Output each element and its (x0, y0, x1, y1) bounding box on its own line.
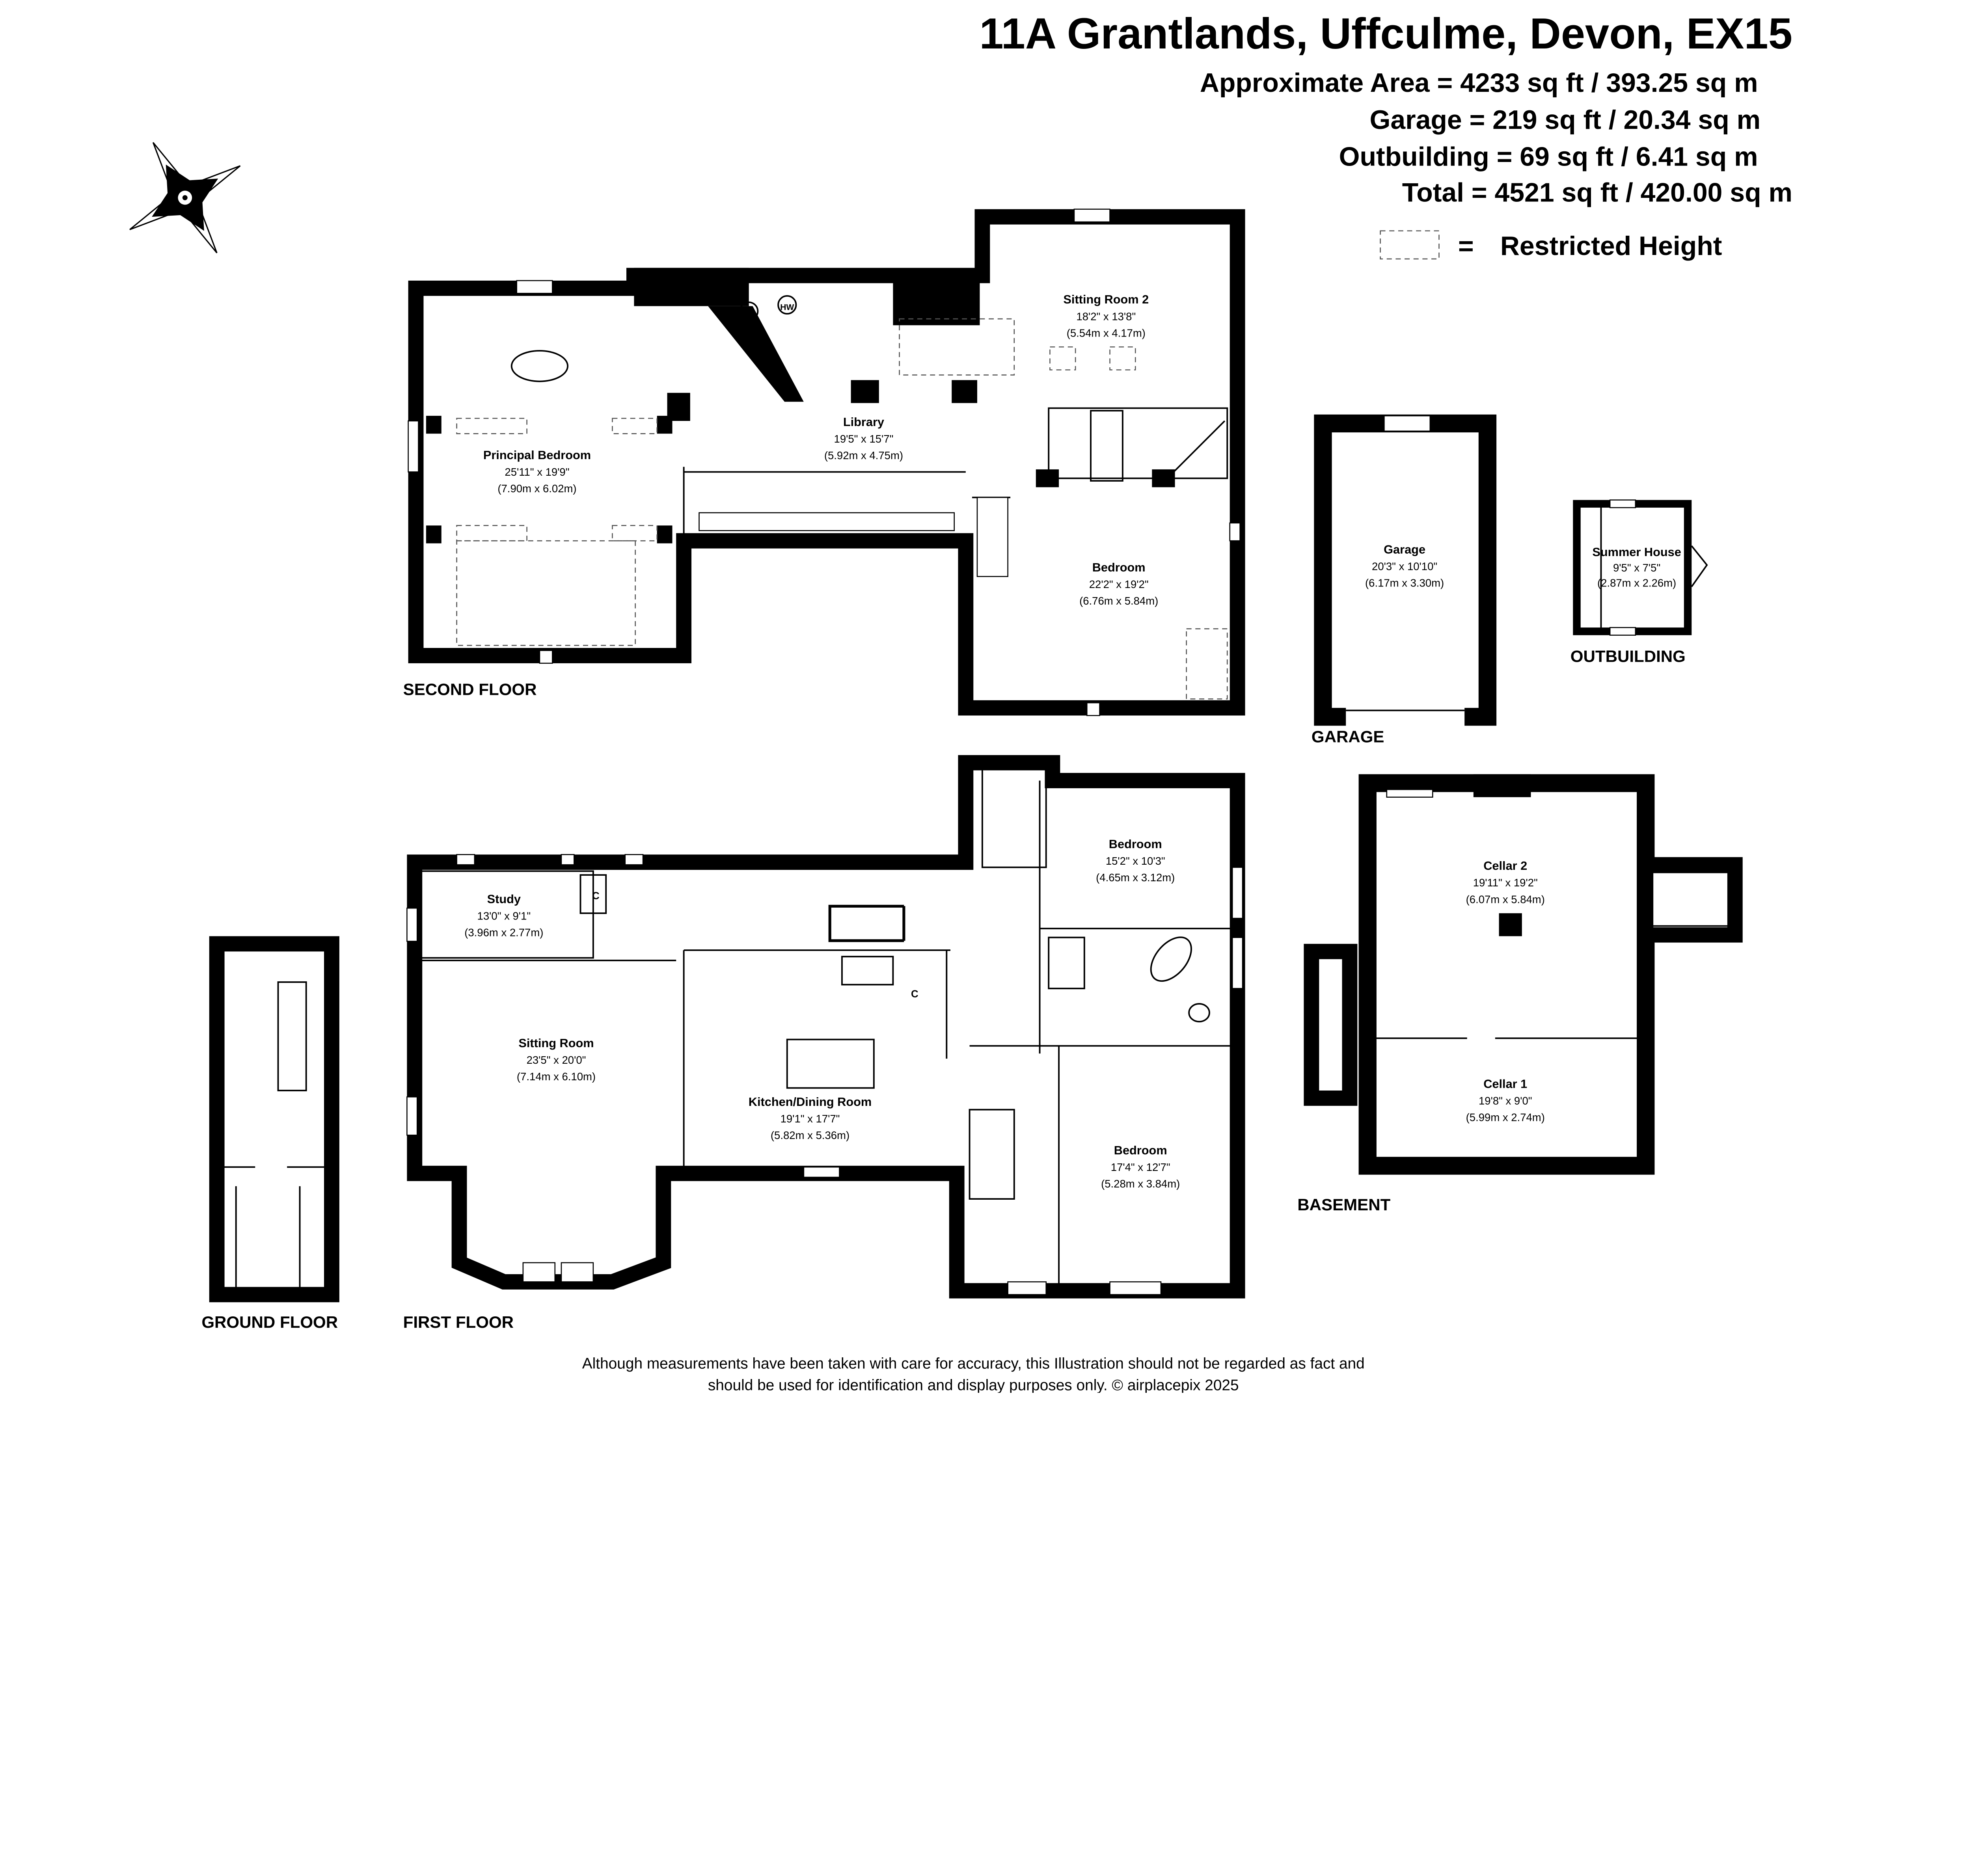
header: 11A Grantlands, Uffculme, Devon, EX15 Ap… (979, 9, 1792, 207)
room-sitting-room: Sitting Room 23'5" x 20'0" (7.14m x 6.10… (517, 1036, 596, 1083)
room-name: Principal Bedroom (483, 448, 591, 462)
room-name: Sitting Room 2 (1063, 292, 1149, 306)
room-study: Study 13'0" x 9'1" (3.96m x 2.77m) (464, 892, 543, 938)
room-dimensions-imperial: 19'1" x 17'7" (781, 1113, 840, 1125)
floor-label-second: SECOND FLOOR (403, 680, 537, 699)
room-dimensions-metric: (6.76m x 5.84m) (1079, 595, 1158, 607)
room-name: Study (487, 892, 521, 906)
first-floor-plan: C C Study 13'0" x 9'1" (3.96m x 2.77m) S… (403, 755, 1245, 1331)
compass-icon: S W E N (129, 142, 241, 253)
room-bedroom-first-floor-a: Bedroom 15'2" x 10'3" (4.65m x 3.12m) (1096, 837, 1175, 884)
legend: = Restricted Height (1380, 230, 1722, 261)
room-dimensions-metric: (5.99m x 2.74m) (1466, 1111, 1545, 1124)
stairs-first-floor (829, 906, 905, 941)
cupboard-label: C (911, 989, 918, 1000)
room-dimensions-imperial: 22'2" x 19'2" (1089, 578, 1149, 590)
room-dimensions-imperial: 19'8" x 9'0" (1479, 1095, 1532, 1107)
basement-plan: Cellar 2 19'11" x 19'2" (6.07m x 5.84m) … (1297, 774, 1743, 1214)
room-dimensions-imperial: 25'11" x 19'9" (505, 466, 569, 478)
entrance-arrow-icon: ↑ (267, 1281, 276, 1301)
room-dimensions-imperial: 15'2" x 10'3" (1106, 855, 1165, 867)
outbuilding-area: Outbuilding = 69 sq ft / 6.41 sq m (1339, 142, 1758, 172)
room-dimensions-imperial: 13'0" x 9'1" (477, 910, 531, 922)
room-sitting-room-2: Sitting Room 2 18'2" x 13'8" (5.54m x 4.… (1063, 292, 1149, 339)
room-dimensions-metric: (7.90m x 6.02m) (497, 482, 576, 495)
room-name: Cellar 1 (1483, 1077, 1527, 1091)
legend-equals: = (1458, 231, 1474, 261)
room-name: Bedroom (1114, 1143, 1167, 1157)
legend-label: Restricted Height (1500, 231, 1722, 261)
room-name: Sitting Room (518, 1036, 594, 1050)
hot-water-label: HW (780, 303, 794, 312)
room-principal-bedroom: Principal Bedroom 25'11" x 19'9" (7.90m … (483, 448, 591, 495)
floor-label-ground: GROUND FLOOR (201, 1313, 338, 1331)
floor-plan: 11A Grantlands, Uffculme, Devon, EX15 Ap… (129, 9, 1792, 1393)
restricted-height-swatch (1380, 230, 1440, 260)
property-title: 11A Grantlands, Uffculme, Devon, EX15 (979, 9, 1792, 58)
room-dimensions-metric: (5.28m x 3.84m) (1101, 1178, 1180, 1190)
room-dimensions-imperial: 19'5" x 15'7" (834, 433, 894, 445)
room-name: Summer House (1592, 545, 1681, 559)
room-dimensions-metric: (2.87m x 2.26m) (1597, 577, 1676, 589)
room-dimensions-metric: (4.65m x 3.12m) (1096, 871, 1175, 884)
room-name: Cellar 2 (1483, 859, 1527, 873)
disclaimer: Although measurements have been taken wi… (582, 1355, 1365, 1392)
room-dimensions-metric: (3.96m x 2.77m) (464, 926, 543, 938)
room-summer-house: Summer House 9'5" x 7'5" (2.87m x 2.26m) (1592, 545, 1681, 589)
disclaimer-line-2: should be used for identification and di… (708, 1377, 1239, 1392)
total-area: Total = 4521 sq ft / 420.00 sq m (1402, 177, 1792, 207)
floor-label-garage: GARAGE (1312, 727, 1384, 746)
outbuilding-plan: Summer House 9'5" x 7'5" (2.87m x 2.26m)… (1570, 499, 1708, 666)
second-floor-plan: B HW Principal Bedroom 25'11" x 19'9" (7… (403, 208, 1245, 716)
room-name: Garage (1384, 543, 1425, 556)
room-dimensions-metric: (7.14m x 6.10m) (517, 1070, 596, 1083)
room-dimensions-metric: (5.54m x 4.17m) (1067, 327, 1146, 339)
room-garage: Garage 20'3" x 10'10" (6.17m x 3.30m) (1365, 543, 1444, 589)
floor-label-first: FIRST FLOOR (403, 1313, 514, 1331)
room-name: Library (843, 415, 884, 429)
room-cellar-1: Cellar 1 19'8" x 9'0" (5.99m x 2.74m) (1466, 1077, 1545, 1124)
room-dimensions-imperial: 18'2" x 13'8" (1076, 310, 1136, 322)
room-bedroom-second-floor: Bedroom 22'2" x 19'2" (6.76m x 5.84m) (1079, 560, 1158, 607)
approximate-area: Approximate Area = 4233 sq ft / 393.25 s… (1200, 68, 1758, 98)
room-dimensions-imperial: 9'5" x 7'5" (1613, 562, 1660, 574)
boiler-label: B (745, 308, 753, 319)
garage-area: Garage = 219 sq ft / 20.34 sq m (1370, 105, 1760, 135)
room-dimensions-imperial: 17'4" x 12'7" (1111, 1161, 1170, 1173)
room-cellar-2: Cellar 2 19'11" x 19'2" (6.07m x 5.84m) (1466, 859, 1545, 905)
room-dimensions-metric: (5.82m x 5.36m) (771, 1129, 850, 1141)
ground-floor-plan: ↑ GROUND FLOOR (201, 936, 339, 1331)
room-dimensions-imperial: 23'5" x 20'0" (527, 1054, 586, 1066)
garage-plan: Garage 20'3" x 10'10" (6.17m x 3.30m) GA… (1312, 414, 1497, 746)
room-dimensions-metric: (6.17m x 3.30m) (1365, 577, 1444, 589)
room-name: Kitchen/Dining Room (749, 1095, 872, 1109)
room-bedroom-first-floor-b: Bedroom 17'4" x 12'7" (5.28m x 3.84m) (1101, 1143, 1180, 1190)
room-dimensions-metric: (5.92m x 4.75m) (824, 449, 903, 462)
room-name: Bedroom (1109, 837, 1162, 851)
floor-label-basement: BASEMENT (1297, 1195, 1390, 1214)
room-name: Bedroom (1092, 560, 1146, 574)
room-dimensions-imperial: 20'3" x 10'10" (1372, 560, 1437, 573)
room-dimensions-metric: (6.07m x 5.84m) (1466, 893, 1545, 905)
floor-label-outbuilding: OUTBUILDING (1570, 647, 1686, 666)
room-dimensions-imperial: 19'11" x 19'2" (1473, 877, 1538, 889)
room-library: Library 19'5" x 15'7" (5.92m x 4.75m) (824, 415, 903, 462)
room-kitchen-dining: Kitchen/Dining Room 19'1" x 17'7" (5.82m… (749, 1095, 872, 1141)
disclaimer-line-1: Although measurements have been taken wi… (582, 1355, 1365, 1372)
cupboard-label: C (592, 891, 600, 902)
